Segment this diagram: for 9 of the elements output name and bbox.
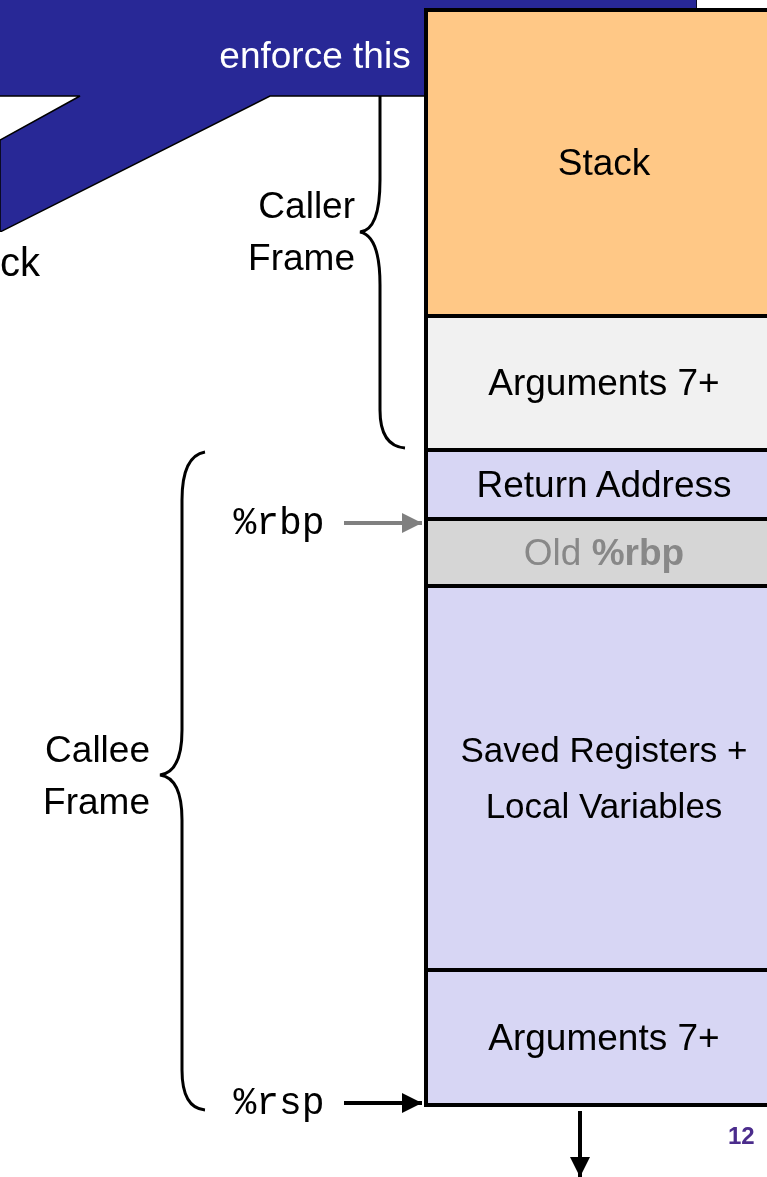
page-number: 12	[728, 1122, 755, 1150]
arrow	[344, 1093, 422, 1113]
arrow	[344, 513, 422, 533]
register-label: %rsp	[218, 1080, 340, 1126]
text-fragment: ck	[0, 240, 40, 285]
frame-label: Caller Frame	[205, 172, 355, 292]
register-label: %rbp	[218, 500, 340, 546]
frame-label: Callee Frame	[10, 716, 150, 836]
arrow	[570, 1111, 590, 1177]
